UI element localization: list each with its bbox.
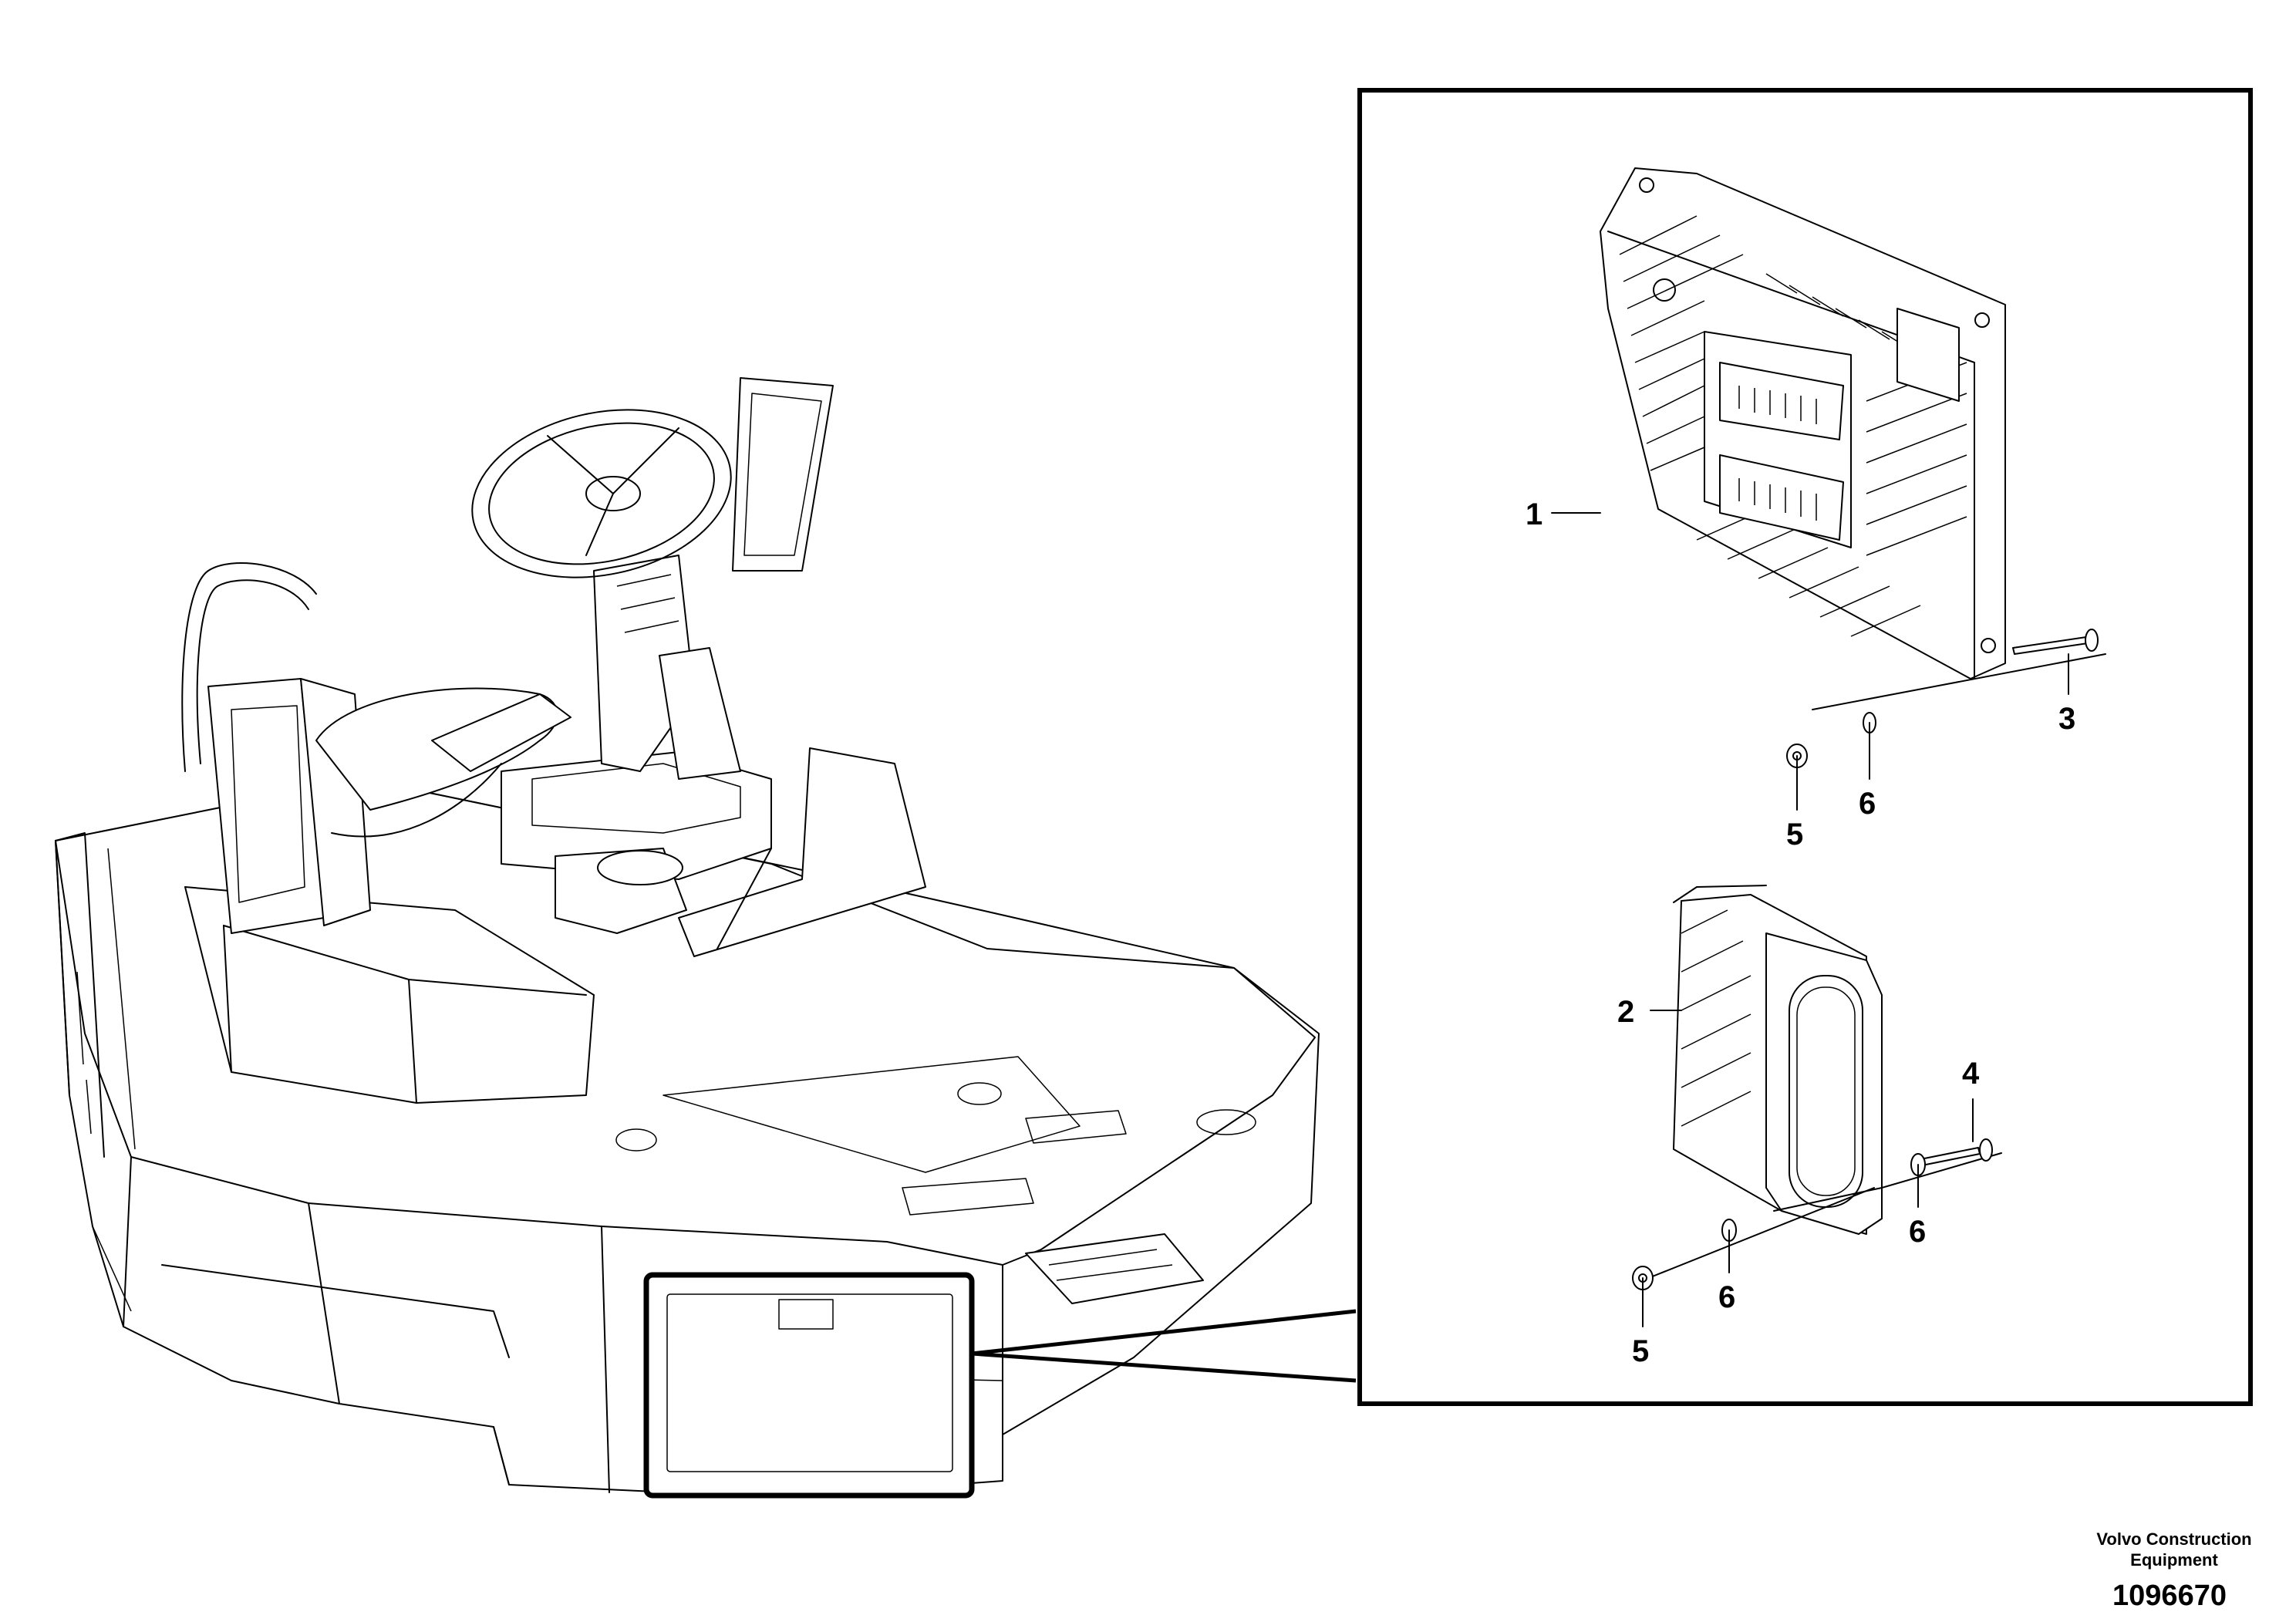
callout-3: 3	[2058, 702, 2075, 736]
callout-leaders	[1551, 512, 2069, 1327]
callout-2: 2	[1617, 995, 1634, 1029]
callout-4: 4	[1962, 1057, 1980, 1091]
ecu-unit-large	[1600, 167, 2006, 679]
callout-6-lower: 6	[1718, 1280, 1735, 1314]
brand-name-line2: Equipment	[2130, 1550, 2218, 1570]
callout-6-right: 6	[1909, 1215, 1926, 1249]
fastener-set-lower	[1632, 1138, 2002, 1290]
brand-name-line1: Volvo Construction	[2096, 1529, 2251, 1549]
fastener-set-upper	[1786, 629, 2106, 768]
callout-6-upper: 6	[1859, 787, 1876, 821]
callout-1: 1	[1526, 497, 1542, 531]
callout-5-upper: 5	[1786, 818, 1803, 851]
detail-leader-line	[971, 1309, 1357, 1383]
document-number: 1096670	[2112, 1580, 2227, 1612]
access-cover	[643, 1272, 975, 1499]
operator-platform-illustration	[55, 377, 1320, 1499]
ecu-unit-small	[1673, 885, 1883, 1235]
callout-5-lower: 5	[1632, 1334, 1649, 1368]
